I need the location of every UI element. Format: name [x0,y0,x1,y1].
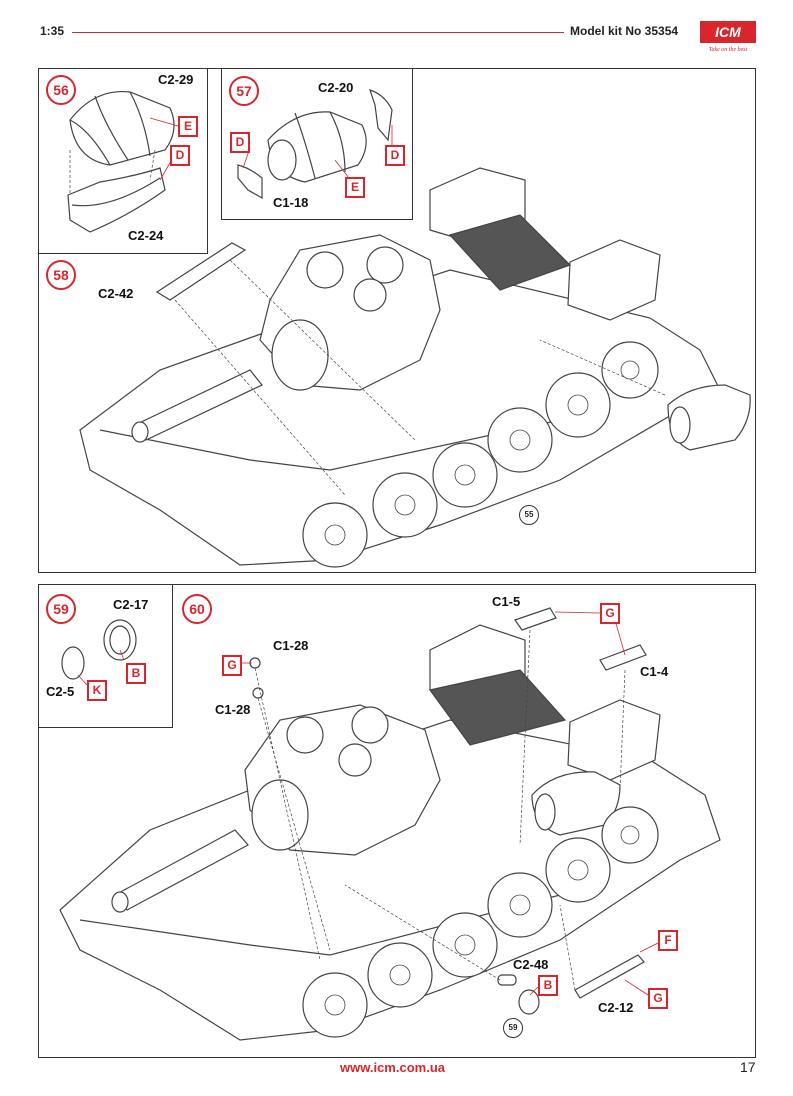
step-59-badge: 59 [46,594,76,624]
ref-step-59: 59 [503,1018,523,1038]
tag-g: G [648,988,668,1009]
tag-g: G [222,655,242,676]
step-56-badge: 56 [46,75,76,105]
step-60-badge: 60 [182,594,212,624]
ref-step-55: 55 [519,505,539,525]
part-c1-5: C1-5 [492,594,521,609]
header-rule [72,32,564,33]
tag-b: B [126,663,146,684]
part-c1-4: C1-4 [640,664,669,679]
svg-text:ICM: ICM [715,24,741,40]
part-c2-29: C2-29 [158,72,194,87]
kit-number: Model kit No 35354 [570,24,679,38]
step-57-badge: 57 [229,76,259,106]
part-c1-28: C1-28 [215,702,251,717]
part-c2-17: C2-17 [113,597,149,612]
tag-e: E [345,177,365,198]
part-c1-18: C1-18 [273,195,309,210]
part-c2-20: C2-20 [318,80,354,95]
tag-f: F [658,930,678,951]
tag-e: E [178,116,198,137]
scale-label: 1:35 [40,24,65,38]
icm-logo: ICM Take on the best [700,21,756,53]
part-c2-42: C2-42 [98,286,134,301]
step-58-badge: 58 [46,260,76,290]
part-c2-24: C2-24 [128,228,164,243]
website-link[interactable]: www.icm.com.ua [340,1060,445,1075]
tag-d: D [385,145,405,166]
svg-text:Take on the best: Take on the best [709,47,748,53]
tag-k: K [87,680,107,701]
page-number: 17 [740,1059,756,1075]
part-c2-48: C2-48 [513,957,549,972]
tag-d: D [170,145,190,166]
part-c2-5: C2-5 [46,684,75,699]
tag-g: G [600,603,620,624]
part-c2-12: C2-12 [598,1000,634,1015]
tag-d: D [230,132,250,153]
tag-b: B [538,975,558,996]
part-c1-28: C1-28 [273,638,309,653]
